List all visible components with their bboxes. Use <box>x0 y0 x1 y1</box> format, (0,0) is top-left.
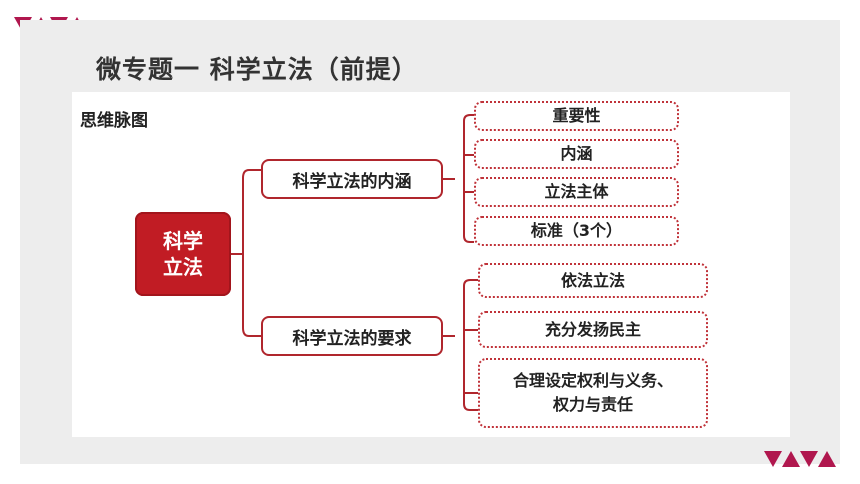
root-label-line2: 立法 <box>163 255 203 279</box>
leaf-legislative-subject: 立法主体 <box>474 177 679 207</box>
leaf-rights-duties-line2: 权力与责任 <box>552 395 633 414</box>
leaf-connotation: 内涵 <box>474 139 679 169</box>
leaf-standards: 标准（3个） <box>474 216 679 246</box>
leaf-importance: 重要性 <box>474 101 679 131</box>
leaf-legislate-by-law: 依法立法 <box>478 263 708 298</box>
leaf-promote-democracy: 充分发扬民主 <box>478 311 708 348</box>
leaf-rights-duties-line1: 合理设定权利与义务、 <box>512 371 673 390</box>
decor-triangle <box>782 451 800 467</box>
branch-node-connotation: 科学立法的内涵 <box>261 159 443 199</box>
root-node: 科学 立法 <box>135 212 231 296</box>
decor-triangle <box>818 451 836 467</box>
page-title: 微专题一 科学立法（前提） <box>96 55 418 84</box>
decor-triangle <box>764 451 782 467</box>
branch-node-requirements: 科学立法的要求 <box>261 316 443 356</box>
decor-triangle <box>800 451 818 467</box>
leaf-rights-duties: 合理设定权利与义务、 权力与责任 <box>478 358 708 428</box>
section-label: 思维脉图 <box>80 111 148 131</box>
root-label-line1: 科学 <box>163 229 203 253</box>
